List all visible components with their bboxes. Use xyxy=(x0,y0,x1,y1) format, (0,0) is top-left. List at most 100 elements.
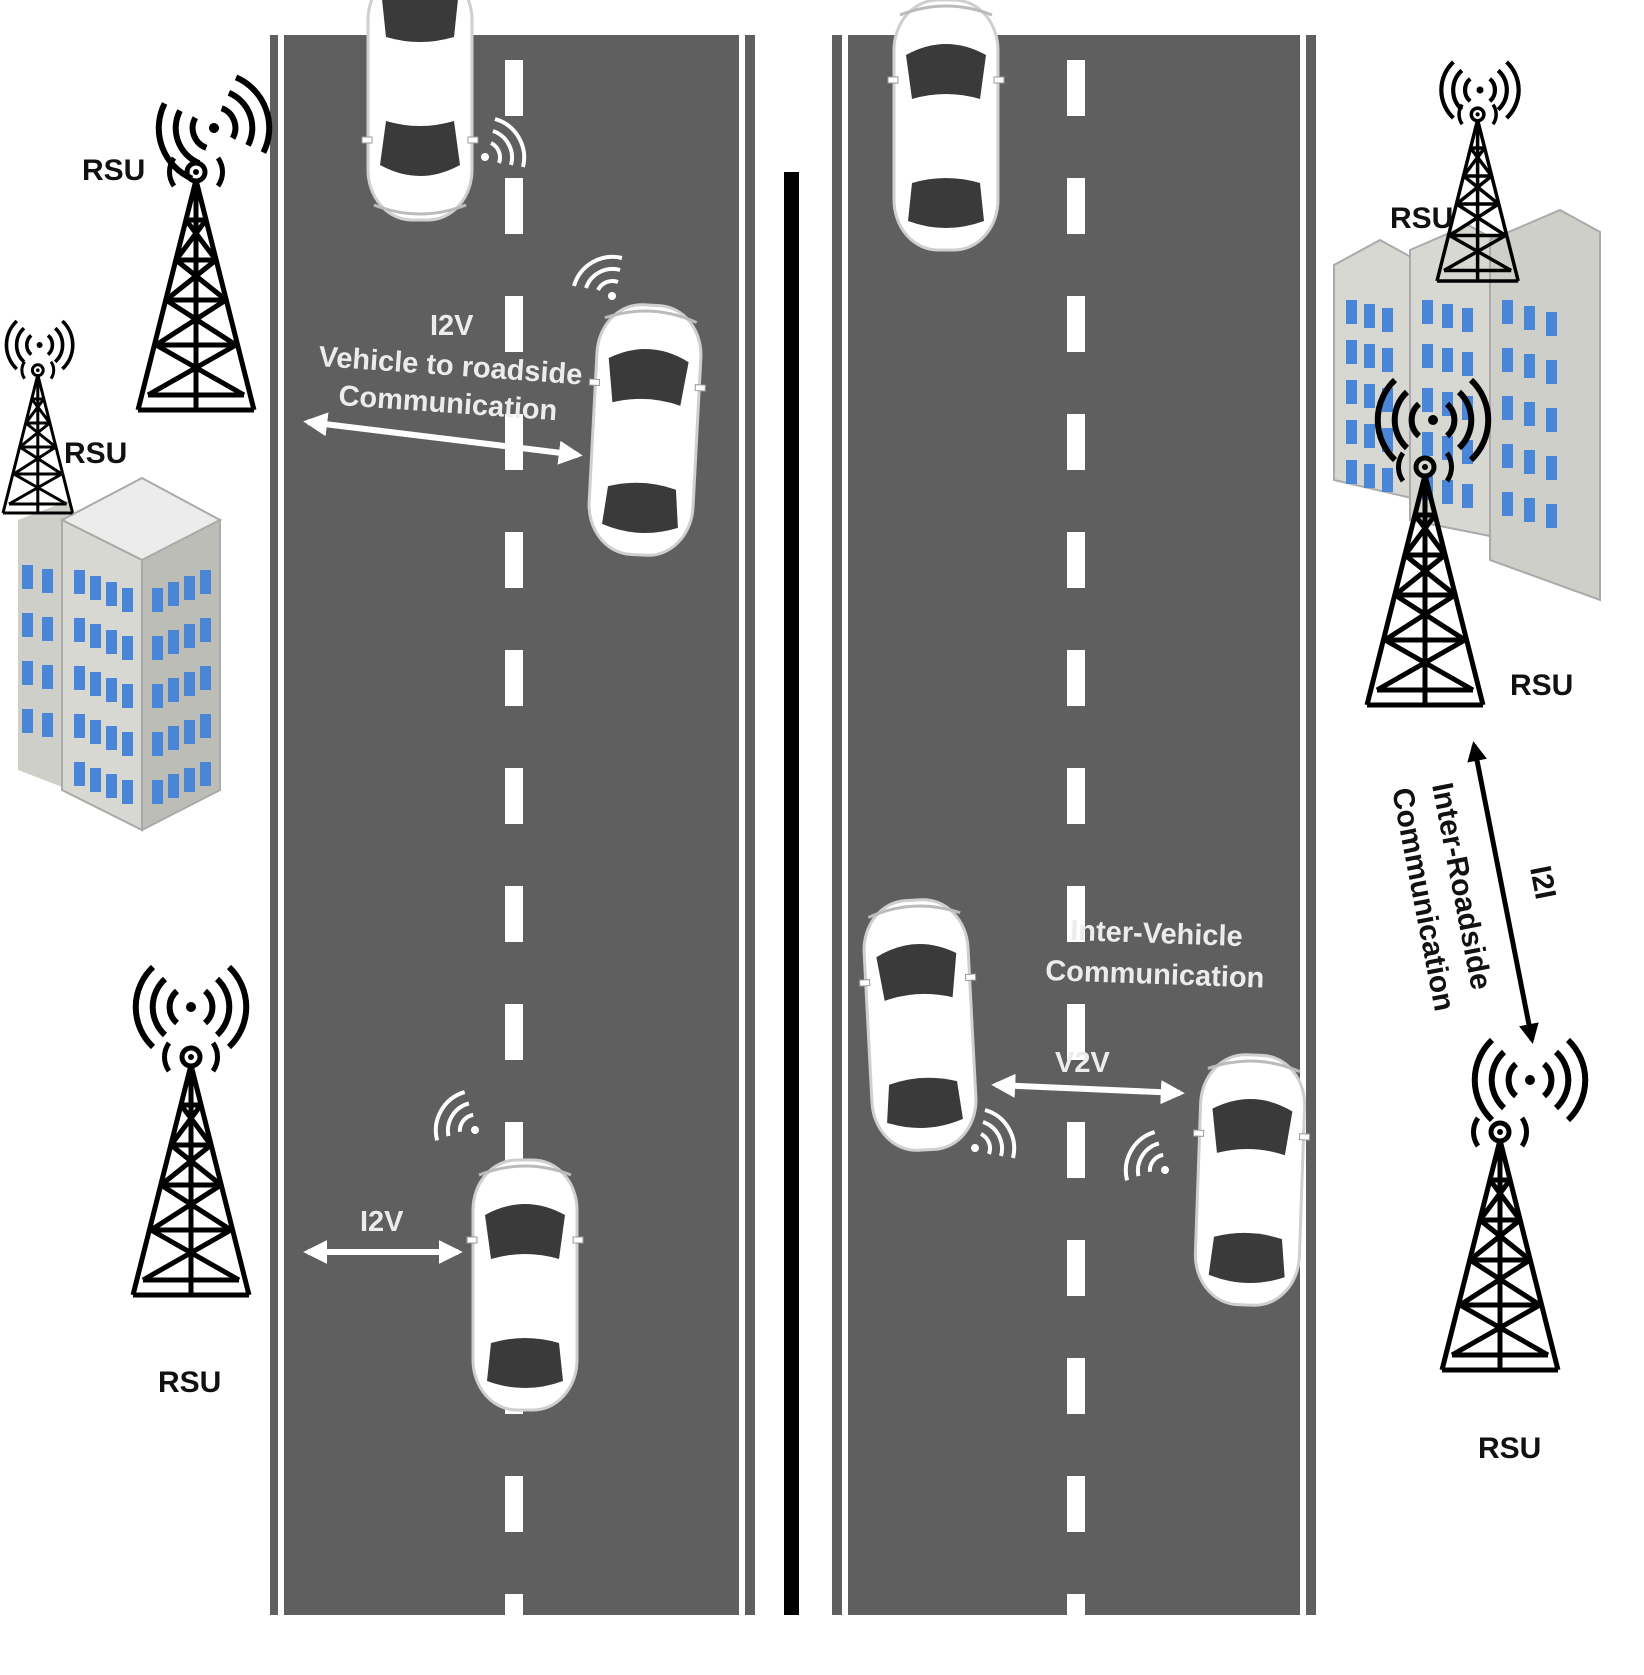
building-window xyxy=(1422,300,1433,324)
car-i2v-upper xyxy=(579,300,711,560)
rsu-label: RSU xyxy=(1510,669,1573,702)
lane-dash xyxy=(1067,1476,1085,1532)
building-window xyxy=(74,666,85,690)
lane-dash xyxy=(1067,1122,1085,1178)
building-window xyxy=(1524,354,1535,378)
building-window xyxy=(1382,428,1393,452)
road-median xyxy=(784,172,799,1615)
building-window xyxy=(1442,348,1453,372)
lane-dash xyxy=(505,886,523,942)
building-window xyxy=(42,569,53,593)
building-window xyxy=(1364,464,1375,488)
building-window xyxy=(122,588,133,612)
car-top-right-lane xyxy=(886,0,1006,252)
building-window xyxy=(1422,388,1433,412)
rsu-tower-bottom-right xyxy=(1442,1040,1585,1370)
building-window xyxy=(1546,408,1557,432)
building-window xyxy=(74,618,85,642)
building-window xyxy=(1382,388,1393,412)
lane-dash xyxy=(1067,414,1085,470)
building-window xyxy=(184,672,195,696)
building-window xyxy=(1346,460,1357,484)
building-window xyxy=(1382,468,1393,492)
lane-dash xyxy=(1067,532,1085,588)
building-window xyxy=(1422,344,1433,368)
building-window xyxy=(1442,304,1453,328)
rsu-label: RSU xyxy=(158,1366,221,1399)
building-window xyxy=(1502,348,1513,372)
lane-dash xyxy=(1067,768,1085,824)
building-window xyxy=(152,780,163,804)
rsu-label: RSU xyxy=(82,154,145,187)
left-building xyxy=(18,476,223,832)
building-window xyxy=(74,570,85,594)
building-window xyxy=(1364,384,1375,408)
lane-dash xyxy=(505,178,523,234)
lane-dash xyxy=(1067,1004,1085,1060)
building-window xyxy=(1462,440,1473,464)
building-window xyxy=(1524,402,1535,426)
building-window xyxy=(42,617,53,641)
building-window xyxy=(74,714,85,738)
lane-dash xyxy=(505,60,523,116)
building-window xyxy=(1546,360,1557,384)
v2v-description-line2: Communication xyxy=(1045,955,1265,995)
building-window xyxy=(1524,450,1535,474)
lane-dash xyxy=(1067,296,1085,352)
lane-dash xyxy=(505,650,523,706)
rsu-label: RSU xyxy=(1478,1432,1541,1465)
building-window xyxy=(1364,344,1375,368)
building-window xyxy=(1346,340,1357,364)
i2v-upper-label: I2V xyxy=(430,310,474,342)
building-window xyxy=(1364,304,1375,328)
rsu-tower-left-building xyxy=(1,319,75,515)
building-window xyxy=(152,684,163,708)
building-window xyxy=(200,570,211,594)
rsu-label: RSU xyxy=(64,437,127,470)
lane-dash xyxy=(505,1004,523,1060)
building-window xyxy=(168,678,179,702)
building-window xyxy=(184,720,195,744)
lane-dash xyxy=(1067,1240,1085,1296)
building-window xyxy=(42,713,53,737)
building-window xyxy=(1502,300,1513,324)
i2v-lower-label: I2V xyxy=(360,1206,404,1238)
building-window xyxy=(184,576,195,600)
building-window xyxy=(1502,492,1513,516)
building-window xyxy=(1442,480,1453,504)
building-window xyxy=(22,661,33,685)
lane-dash xyxy=(1067,1594,1085,1650)
building-window xyxy=(1546,504,1557,528)
building-window xyxy=(1442,436,1453,460)
lane-dash xyxy=(505,1476,523,1532)
building-window xyxy=(42,665,53,689)
building-window xyxy=(22,709,33,733)
building-window xyxy=(200,666,211,690)
i2i-arrow xyxy=(1467,741,1539,1044)
lane-dash xyxy=(1067,1358,1085,1414)
building-window xyxy=(90,576,101,600)
building-window xyxy=(106,630,117,654)
building-window xyxy=(152,588,163,612)
right-road xyxy=(832,35,1316,1650)
building-window xyxy=(122,636,133,660)
building-window xyxy=(1524,498,1535,522)
building-window xyxy=(152,636,163,660)
building-window xyxy=(168,726,179,750)
building-window xyxy=(1462,484,1473,508)
lane-dash xyxy=(1067,60,1085,116)
i2v-upper-arrow xyxy=(303,412,583,465)
building-window xyxy=(106,726,117,750)
v2v-arrow xyxy=(991,1073,1185,1105)
building-window xyxy=(1546,456,1557,480)
rsu-label: RSU xyxy=(1390,202,1453,235)
lane-dash xyxy=(1067,178,1085,234)
building-window xyxy=(168,774,179,798)
building-window xyxy=(1382,348,1393,372)
building-window xyxy=(1546,312,1557,336)
building-window xyxy=(122,684,133,708)
building-window xyxy=(106,582,117,606)
building-window xyxy=(200,618,211,642)
